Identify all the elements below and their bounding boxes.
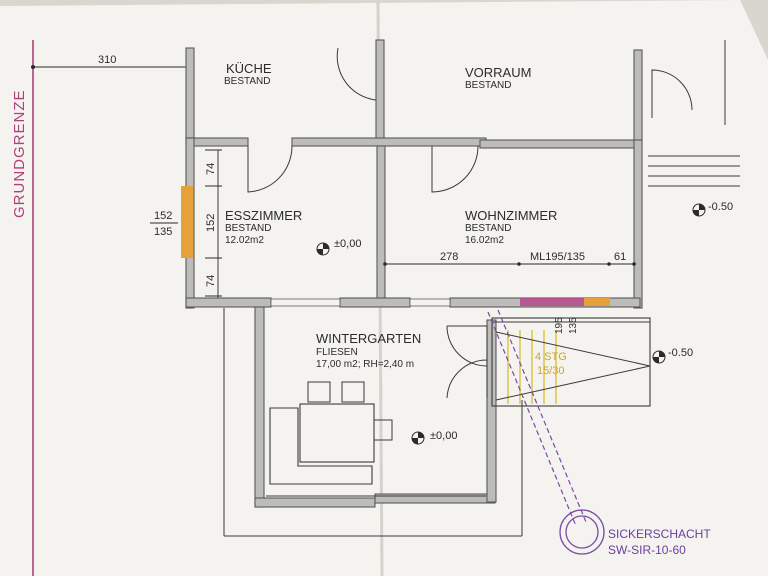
dimension-310-tick-left	[31, 65, 35, 69]
living-door-arc	[431, 145, 479, 193]
sump-code-label: SW-SIR-10-60	[608, 543, 686, 557]
chair-top-1	[307, 381, 331, 403]
hall-label: VORRAUM	[465, 65, 531, 80]
level-right-mid-label: -0.50	[668, 347, 693, 359]
bottom-window-left	[270, 298, 341, 307]
winter-bottom-wall-left	[254, 497, 376, 508]
stairs-count-label: 4 STG	[535, 351, 567, 363]
h-dim-tick-2	[517, 262, 521, 266]
bottom-window-magenta	[520, 298, 584, 306]
winter-label: WINTERGARTEN	[316, 331, 421, 346]
bottom-window-mid	[409, 298, 451, 307]
h-dim-tick-3	[607, 262, 611, 266]
living-sub-label: BESTAND	[465, 223, 512, 234]
bottom-window-orange	[584, 298, 610, 306]
dining-top-wall-right	[291, 137, 487, 147]
level-dining-label: ±0,00	[334, 238, 361, 250]
winter-bottom-wall-right	[374, 493, 496, 504]
stairs-outline	[491, 317, 651, 407]
dim-152: 152	[205, 214, 217, 232]
right-door-arc	[651, 69, 693, 118]
hall-left-wall	[375, 39, 385, 146]
level-winter-label: ±0,00	[430, 430, 457, 442]
bench	[269, 407, 373, 485]
level-right-top-label: -0.50	[708, 201, 733, 213]
dining-sub-label: BESTAND	[225, 223, 272, 234]
kitchen-label: KÜCHE	[226, 61, 272, 76]
dim-ml: ML195/135	[530, 251, 585, 263]
dim-195: 195	[554, 317, 565, 334]
dimension-310-label: 310	[98, 54, 116, 66]
winter-left-wall	[254, 306, 265, 508]
winter-sub-label: FLIESEN	[316, 347, 358, 358]
bottom-wall-mid	[339, 297, 411, 308]
living-label: WOHNZIMMER	[465, 208, 557, 223]
bottom-wall-left	[185, 297, 272, 308]
sump-inner-ring	[565, 515, 599, 549]
living-right-wall	[633, 139, 643, 309]
sump-outer-ring	[559, 509, 605, 555]
living-area-label: 16.02m2	[465, 235, 504, 246]
dim-278: 278	[440, 251, 458, 263]
level-marker-right-mid	[652, 350, 666, 364]
living-top-wall-right	[479, 139, 641, 149]
chair-top-2	[341, 381, 365, 403]
property-boundary-label: GRUNDGRENZE	[11, 89, 28, 218]
dim-135: 135	[568, 317, 579, 334]
hall-right-wall	[633, 49, 643, 146]
hall-sub-label: BESTAND	[465, 80, 512, 91]
stairs-ratio-label: 15/30	[537, 365, 565, 377]
h-dim-tick-1	[383, 262, 387, 266]
stairs-direction-arrow	[495, 331, 651, 401]
partition-wall	[376, 145, 386, 307]
dining-window-orange	[181, 186, 193, 258]
dim-74-top: 74	[205, 163, 217, 175]
window-dim-bottom: 135	[154, 226, 172, 238]
kitchen-left-wall	[185, 47, 195, 139]
dining-door-arc	[247, 145, 293, 193]
level-marker-right-top	[692, 203, 706, 217]
level-marker-winter	[411, 431, 425, 445]
dim-61: 61	[614, 251, 626, 263]
drain-pipe-outer	[487, 311, 577, 527]
sump-label: SICKERSCHACHT	[608, 527, 711, 541]
dim-74-bottom: 74	[205, 275, 217, 287]
drain-pipe-inner	[497, 309, 587, 523]
right-edge-steps	[648, 155, 740, 187]
level-marker-dining	[316, 242, 330, 256]
dining-top-wall-left	[185, 137, 249, 147]
dining-area-label: 12.02m2	[225, 235, 264, 246]
h-dim-tick-4	[632, 262, 636, 266]
window-dim-top: 152	[154, 210, 172, 222]
top-door-arc	[336, 47, 377, 101]
kitchen-sub-label: BESTAND	[224, 76, 271, 87]
chair-right	[373, 419, 393, 441]
winter-area-label: 17,00 m2; RH=2,40 m	[316, 359, 414, 370]
dining-label: ESSZIMMER	[225, 208, 302, 223]
winter-door-arc	[446, 325, 488, 399]
